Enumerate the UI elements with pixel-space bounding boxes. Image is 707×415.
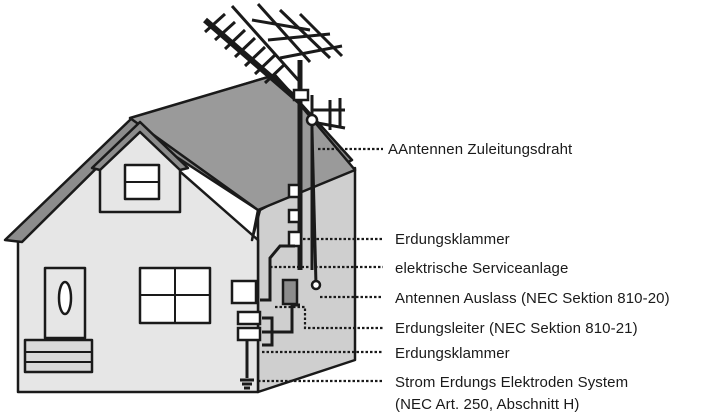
antenna bbox=[203, 2, 346, 270]
house bbox=[3, 73, 357, 394]
label-antenna-discharge: Antennen Auslass (NEC Sektion 810-20) bbox=[395, 290, 670, 307]
dormer-roof bbox=[90, 120, 190, 172]
wiring bbox=[230, 129, 322, 390]
antenna-discharge-unit bbox=[281, 278, 299, 306]
label-electrode-system-line2: (NEC Art. 250, Abschnitt H) bbox=[395, 396, 580, 413]
door-window bbox=[57, 280, 73, 316]
small-antenna bbox=[311, 98, 346, 130]
label-ground-clamp-bottom: Erdungsklammer bbox=[395, 345, 510, 362]
ground-clamp-bottom bbox=[236, 326, 262, 342]
label-lead-in-wire: AAntennen Zuleitungsdraht bbox=[388, 141, 573, 158]
label-electrode-system-line1: Strom Erdungs Elektroden System bbox=[395, 374, 629, 391]
leader-lines bbox=[258, 147, 383, 383]
label-grounding-conductor: Erdungsleiter (NEC Sektion 810-21) bbox=[395, 320, 638, 337]
ground-clamp-mast bbox=[287, 230, 303, 248]
front-steps bbox=[23, 338, 94, 374]
antenna-elements bbox=[203, 12, 287, 85]
label-electric-service: elektrische Serviceanlage bbox=[395, 260, 569, 277]
electric-service-box bbox=[230, 279, 258, 305]
label-ground-clamp-top: Erdungsklammer bbox=[395, 231, 510, 248]
